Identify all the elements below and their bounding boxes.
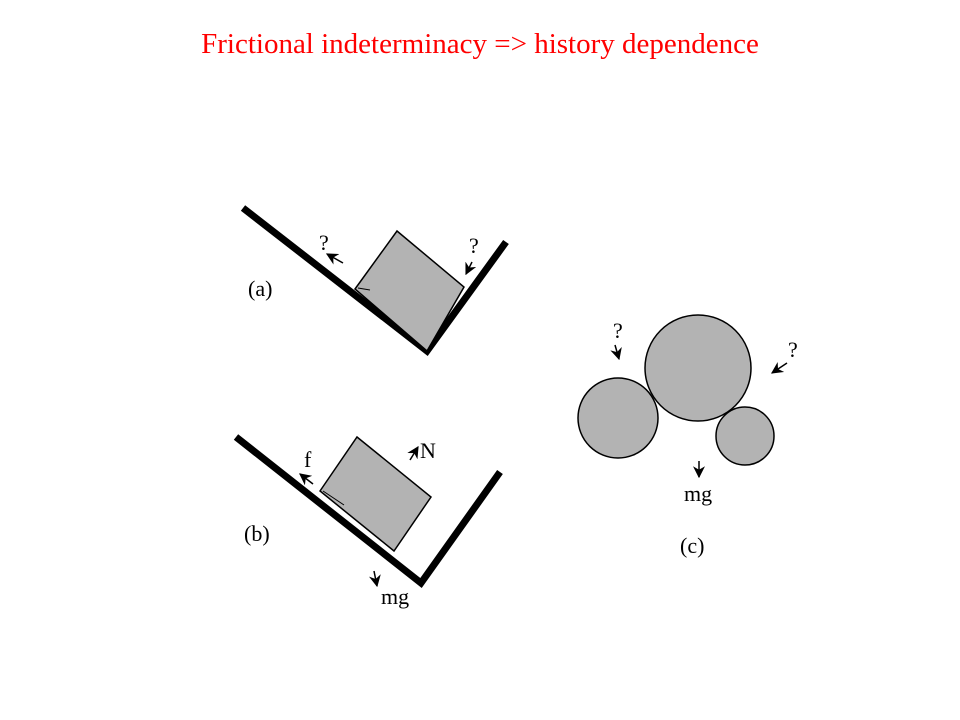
arrow-N bbox=[407, 445, 419, 461]
question-mark-c-left: ? bbox=[613, 318, 623, 343]
block-b bbox=[318, 435, 433, 553]
arrow-a-right bbox=[465, 261, 477, 276]
slide-title: Frictional indeterminacy => history depe… bbox=[201, 28, 759, 60]
question-mark-a-right: ? bbox=[469, 233, 479, 258]
grain-large bbox=[644, 314, 752, 422]
grain-small bbox=[715, 406, 775, 466]
panel-a: ? ? (a) bbox=[240, 205, 509, 356]
label-mg-b: mg bbox=[381, 584, 409, 609]
label-a: (a) bbox=[248, 276, 272, 301]
grain-left bbox=[577, 377, 659, 459]
question-mark-c-right: ? bbox=[788, 337, 798, 362]
wedge-b bbox=[233, 434, 503, 589]
question-mark-a-left: ? bbox=[319, 230, 329, 255]
arrow-f bbox=[299, 473, 314, 486]
label-f: f bbox=[304, 447, 312, 472]
block-a bbox=[353, 229, 465, 353]
label-c: (c) bbox=[680, 533, 704, 558]
contact-mark-a bbox=[357, 287, 371, 291]
contact-mark-b bbox=[322, 490, 345, 506]
arrow-c-right bbox=[771, 362, 788, 374]
panel-c: ? ? mg (c) bbox=[577, 314, 798, 558]
arrow-c-left bbox=[610, 344, 622, 361]
label-mg-c: mg bbox=[684, 481, 712, 506]
arrow-mg-b bbox=[368, 570, 381, 588]
arrow-a-left bbox=[325, 253, 344, 265]
label-b: (b) bbox=[244, 521, 270, 546]
panel-b: f N mg (b) bbox=[233, 434, 503, 609]
label-N: N bbox=[420, 438, 436, 463]
